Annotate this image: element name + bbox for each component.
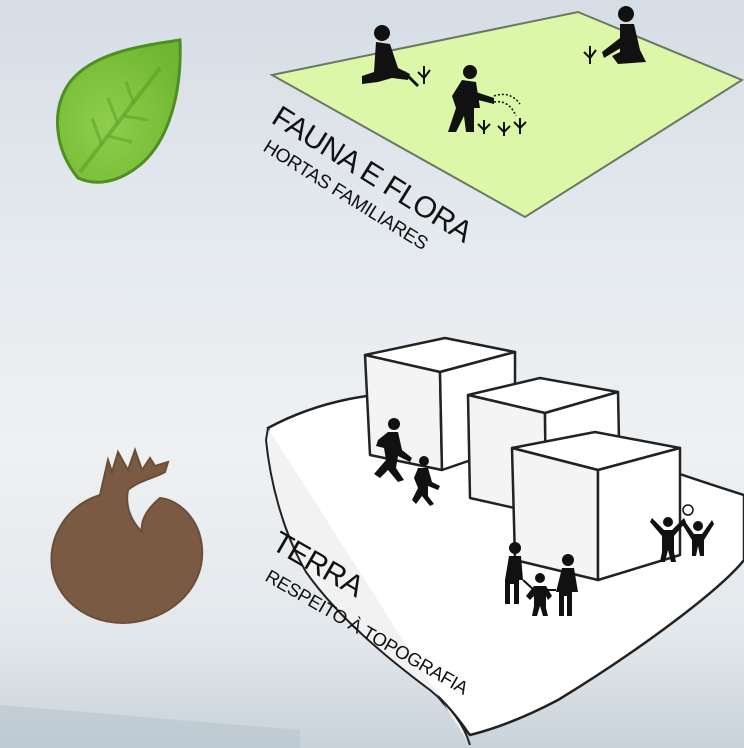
- running-child-icon: [412, 456, 440, 506]
- watering-gardener-icon: [448, 65, 527, 136]
- kneeling-gardener-right-icon: [583, 6, 646, 64]
- cube-front: [510, 430, 682, 582]
- leaf-icon: [56, 38, 182, 184]
- running-adult-icon: [374, 418, 412, 482]
- cheering-children-icon: [650, 504, 714, 562]
- family-group-icon: [505, 542, 578, 616]
- kneeling-gardener-left-icon: [362, 25, 431, 88]
- earth-clod-icon: [50, 446, 204, 624]
- background-strip: [0, 705, 300, 748]
